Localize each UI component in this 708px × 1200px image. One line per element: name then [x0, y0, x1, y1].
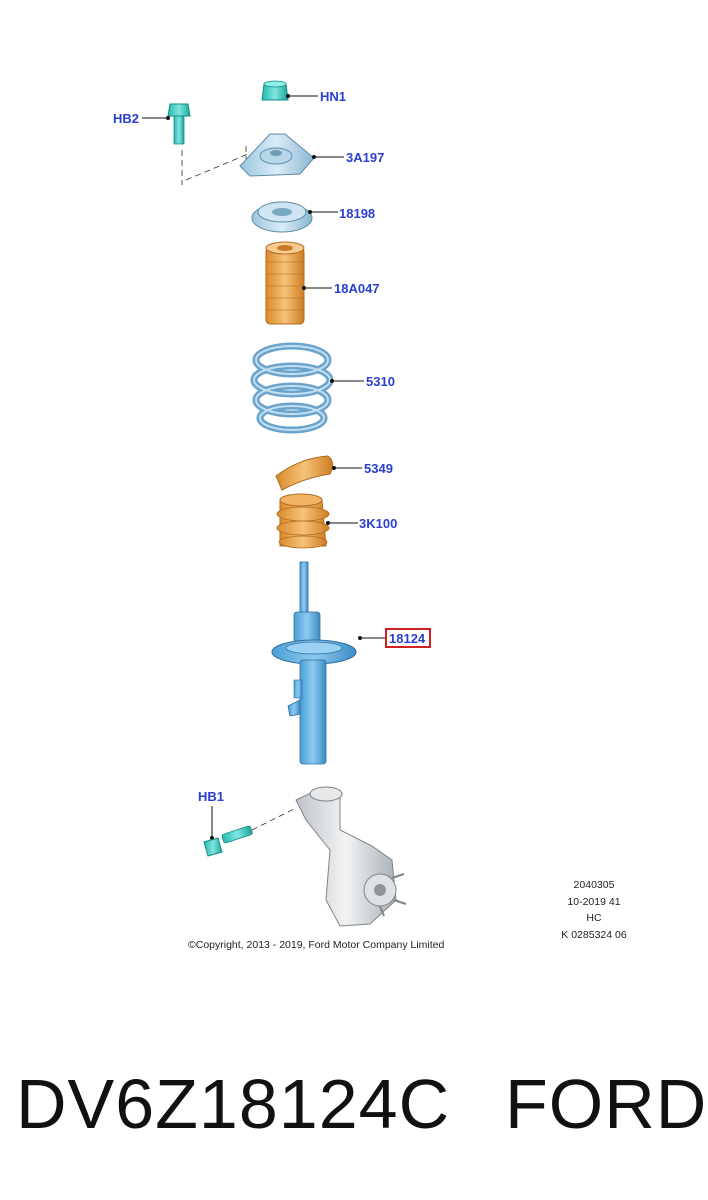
bearing-18198: [251, 201, 313, 233]
callout-5310[interactable]: 5310: [366, 374, 395, 389]
exploded-strut-diagram: HN1 HB2 3A197 18198 18A047: [113, 80, 627, 951]
bolt-hb1: [203, 825, 253, 857]
callout-3a197[interactable]: 3A197: [346, 150, 384, 165]
callout-hn1[interactable]: HN1: [320, 89, 346, 104]
highlight-box-18124: [385, 628, 431, 648]
steering-knuckle: [295, 786, 407, 927]
copyright-text: ©Copyright, 2013 - 2019, Ford Motor Comp…: [188, 939, 445, 951]
brand-caption: FORD: [505, 1065, 708, 1143]
top-mount-3a197: [239, 133, 315, 177]
callout-5349[interactable]: 5349: [364, 461, 393, 476]
info-line-4: K 0285324 06: [561, 929, 627, 941]
callout-18a047[interactable]: 18A047: [334, 281, 380, 296]
bolt-hb2: [167, 103, 191, 145]
info-line-3: HC: [586, 912, 602, 924]
callout-18124[interactable]: 18124: [389, 631, 426, 646]
coil-spring-5310: [250, 342, 334, 434]
info-line-1: 2040305: [574, 879, 615, 891]
strut-assembly-18124: [271, 561, 357, 765]
callout-3k100[interactable]: 3K100: [359, 516, 397, 531]
callout-hb1[interactable]: HB1: [198, 789, 224, 804]
spring-insulator-5349: [275, 455, 334, 491]
part-number-caption: DV6Z18124C: [16, 1065, 451, 1143]
info-line-2: 10-2019 41: [567, 896, 620, 908]
nut-hn1: [261, 80, 289, 101]
bump-stop-3k100: [276, 493, 330, 549]
callout-hb2[interactable]: HB2: [113, 111, 139, 126]
dust-boot-18a047: [265, 241, 305, 325]
callout-18198[interactable]: 18198: [339, 206, 375, 221]
